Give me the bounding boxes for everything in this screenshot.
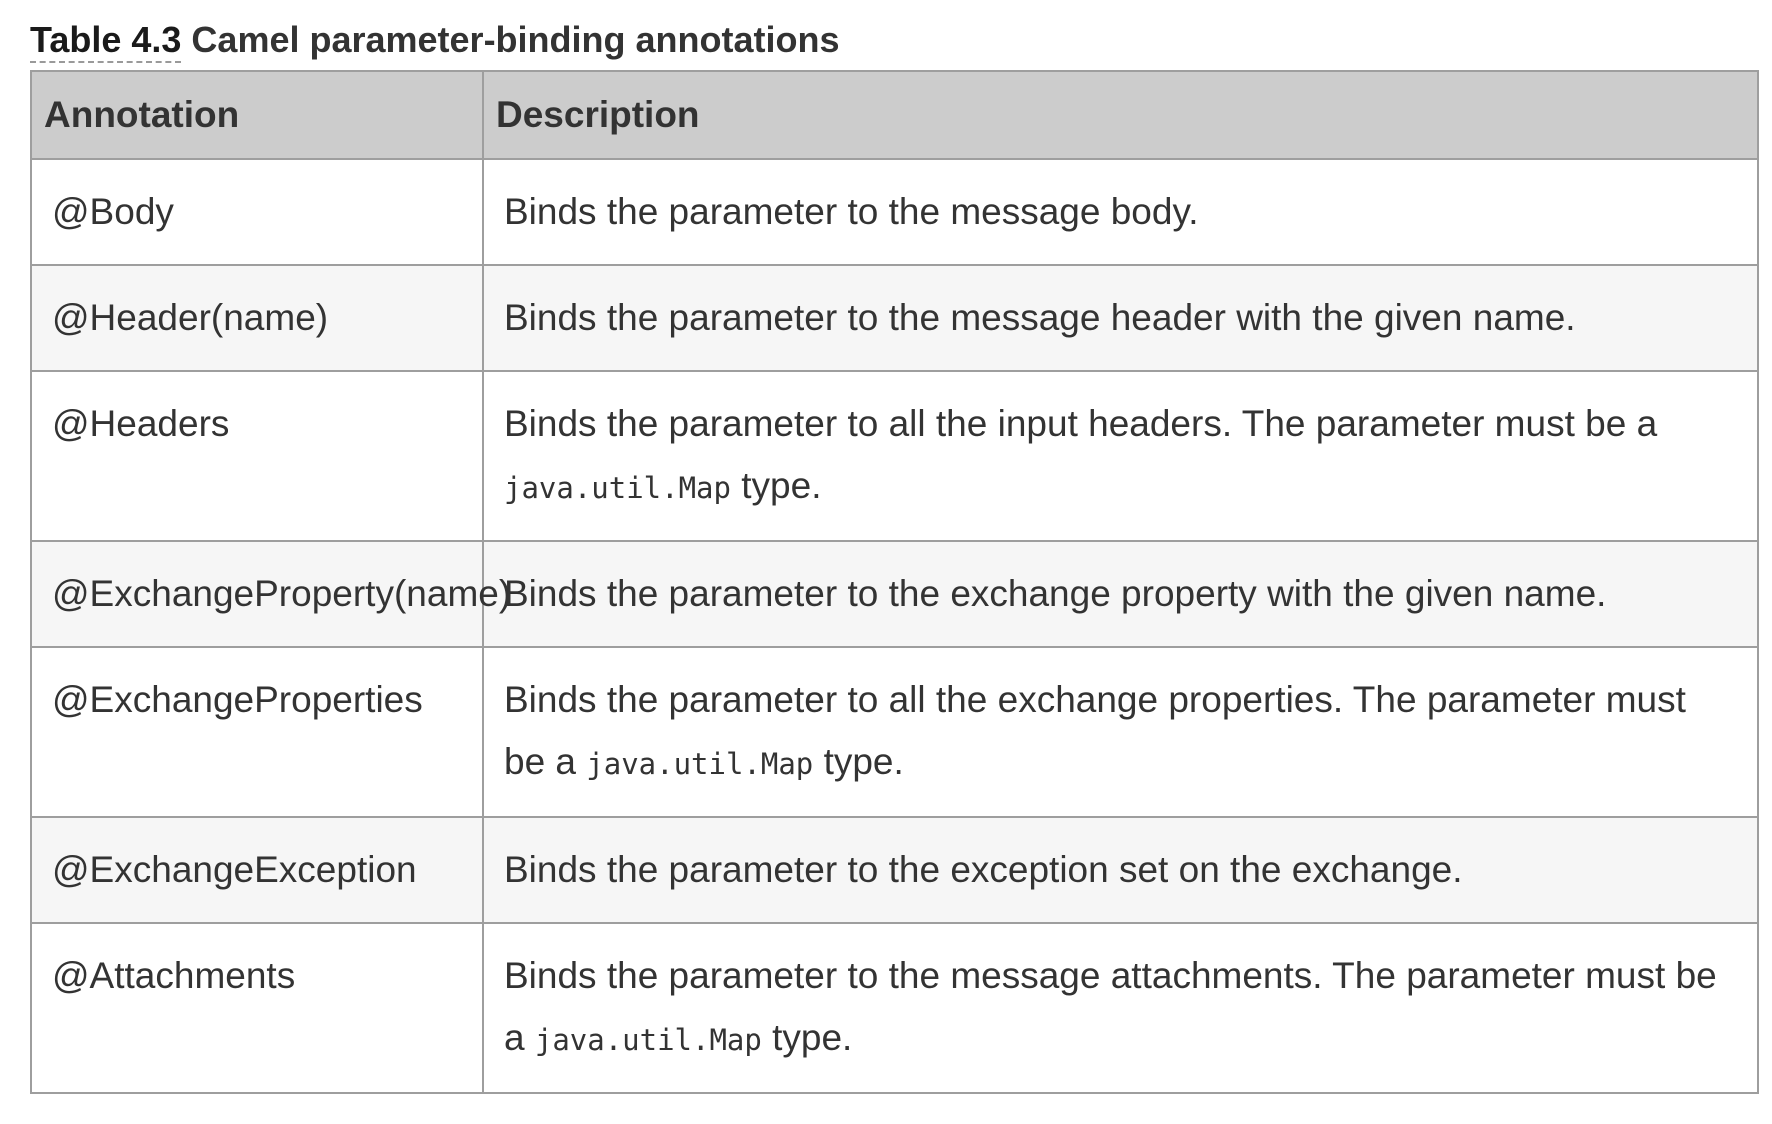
annotation-cell: @Headers [30,370,484,542]
description-cell: Binds the parameter to the message heade… [482,264,1759,372]
description-text: type. [772,1017,853,1058]
description-text: Binds the parameter to all the exchange … [504,679,1686,782]
table-row: @Header(name) Binds the parameter to the… [30,264,1759,372]
description-text: Binds the parameter to all the input hea… [504,403,1658,444]
table-row: @ExchangeException Binds the parameter t… [30,816,1759,924]
annotation-cell: @Attachments [30,922,484,1094]
table-row: @ExchangeProperties Binds the parameter … [30,646,1759,818]
table-row: @ExchangeProperty(name) Binds the parame… [30,540,1759,648]
description-text: Binds the parameter to the message attac… [504,955,1717,1058]
description-text: type. [823,741,904,782]
table-caption: Table 4.3 Camel parameter-binding annota… [30,18,840,63]
annotation-cell: @Header(name) [30,264,484,372]
column-header-description: Description [482,70,1759,160]
description-cell: Binds the parameter to all the exchange … [482,646,1759,818]
table-row: @Headers Binds the parameter to all the … [30,370,1759,542]
description-cell: Binds the parameter to all the input hea… [482,370,1759,542]
parameter-binding-table: Annotation Description @Body Binds the p… [30,70,1759,1094]
column-header-annotation: Annotation [30,70,484,160]
annotation-cell: @ExchangeProperty(name) [30,540,511,648]
code-type: java.util.Map [504,471,731,505]
code-type: java.util.Map [586,747,814,781]
annotation-cell: @Body [30,158,484,266]
table-row: @Body Binds the parameter to the message… [30,158,1759,266]
description-cell: Binds the parameter to the message body. [482,158,1759,266]
table-header-row: Annotation Description [30,70,1759,160]
description-cell: Binds the parameter to the message attac… [482,922,1759,1094]
table-row: @Attachments Binds the parameter to the … [30,922,1759,1094]
annotation-cell: @ExchangeException [30,816,484,924]
description-text: type. [741,465,822,506]
code-type: java.util.Map [534,1023,762,1057]
table-number-link[interactable]: Table 4.3 [30,19,182,63]
table-title: Camel parameter-binding annotations [191,19,840,60]
description-cell: Binds the parameter to the exchange prop… [482,540,1759,648]
description-cell: Binds the parameter to the exception set… [482,816,1759,924]
annotation-cell: @ExchangeProperties [30,646,484,818]
